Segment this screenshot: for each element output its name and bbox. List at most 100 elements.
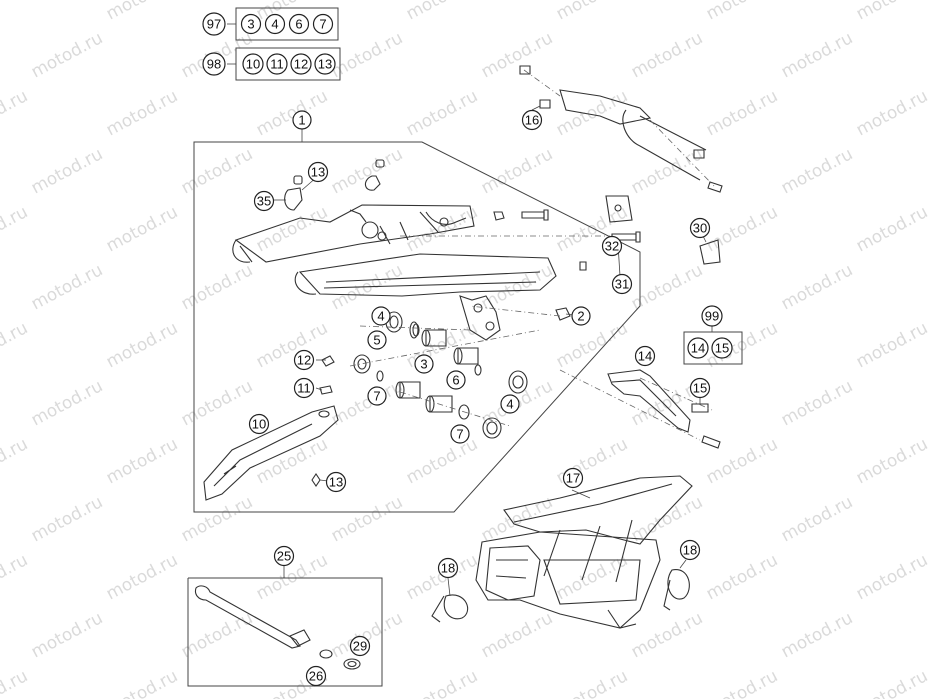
callout-part-32[interactable]: 32 xyxy=(601,235,623,257)
clip-part xyxy=(284,159,385,211)
kit-97-number: 97 xyxy=(207,17,221,32)
kit-99-number: 99 xyxy=(705,309,719,324)
watermark-text: motod.ru xyxy=(928,260,932,314)
callout-label: 4 xyxy=(506,397,513,412)
callout-part-7b[interactable]: 7 xyxy=(450,424,470,444)
kit-97-callout[interactable]: 97 xyxy=(202,12,226,36)
callout-part-11[interactable]: 11 xyxy=(293,377,315,399)
callout-part-18-right[interactable]: 18 xyxy=(679,539,701,561)
kit-97-member[interactable]: 3 xyxy=(240,13,262,35)
kit-97-member[interactable]: 7 xyxy=(312,13,334,35)
watermark-text: motod.ru xyxy=(28,260,106,314)
watermark-text: motod.ru xyxy=(103,434,181,488)
callout-part-1[interactable]: 1 xyxy=(292,110,312,130)
watermark-text: motod.ru xyxy=(553,318,631,372)
watermark-text: motod.ru xyxy=(403,86,481,140)
watermark-text: motod.ru xyxy=(853,550,931,604)
callout-label: 16 xyxy=(525,113,539,128)
watermark-text: motod.ru xyxy=(628,492,706,546)
callout-part-14[interactable]: 14 xyxy=(634,345,656,367)
callout-part-16[interactable]: 16 xyxy=(521,109,543,131)
kit-98-member[interactable]: 12 xyxy=(290,53,312,75)
callout-label: 1 xyxy=(298,113,305,128)
watermark-text: motod.ru xyxy=(778,144,856,198)
watermark-text: motod.ru xyxy=(553,666,631,699)
watermark-text: motod.ru xyxy=(478,28,556,82)
kit-98-member[interactable]: 13 xyxy=(314,53,336,75)
kit-97-member-label: 3 xyxy=(247,17,254,32)
watermark-text: motod.ru xyxy=(178,492,256,546)
callout-part-7[interactable]: 7 xyxy=(367,386,387,406)
callout-part-25[interactable]: 25 xyxy=(273,545,295,567)
callout-label: 17 xyxy=(566,471,580,486)
watermark-text: motod.ru xyxy=(928,28,932,82)
watermark-text: motod.ru xyxy=(253,318,331,372)
swingarm-assembly-frame xyxy=(193,141,641,513)
kit-98-member-label: 13 xyxy=(318,57,332,72)
callout-label: 7 xyxy=(373,389,380,404)
watermark-text: motod.ru xyxy=(928,608,932,662)
watermark-text: motod.ru xyxy=(178,376,256,430)
callout-part-30[interactable]: 30 xyxy=(689,217,711,239)
watermark-text: motod.ru xyxy=(778,608,856,662)
watermark-text: motod.ru xyxy=(703,550,781,604)
axle-kit-frame xyxy=(187,577,383,687)
kit-98-member[interactable]: 10 xyxy=(242,53,264,75)
watermark-text: motod.ru xyxy=(853,86,931,140)
watermark-text: motod.ru xyxy=(28,28,106,82)
kit-98-member[interactable]: 11 xyxy=(266,53,288,75)
callout-label: 15 xyxy=(693,381,707,396)
callout-label: 7 xyxy=(456,427,463,442)
callout-label: 13 xyxy=(311,165,325,180)
callout-label: 3 xyxy=(420,357,427,372)
callout-part-2[interactable]: 2 xyxy=(571,306,591,326)
watermark-text: motod.ru xyxy=(853,202,931,256)
callout-part-5[interactable]: 5 xyxy=(367,330,387,350)
watermark-text: motod.ru xyxy=(103,550,181,604)
kit-97-member[interactable]: 4 xyxy=(264,13,286,35)
kit-97-member[interactable]: 6 xyxy=(288,13,310,35)
watermark-text: motod.ru xyxy=(103,666,181,699)
part-callouts: 1 13 35 16 30 32 31 2 4 5 12 3 6 11 7 4 … xyxy=(248,109,711,687)
callout-part-29[interactable]: 29 xyxy=(349,635,371,657)
watermark-text: motod.ru xyxy=(403,434,481,488)
watermark-text: motod.ru xyxy=(328,144,406,198)
callout-part-18-left[interactable]: 18 xyxy=(437,557,459,579)
watermark-text: motod.ru xyxy=(103,202,181,256)
callout-label: 29 xyxy=(353,639,367,654)
callout-part-17[interactable]: 17 xyxy=(562,467,584,489)
kit-99-member-label: 15 xyxy=(715,341,729,356)
callout-part-6[interactable]: 6 xyxy=(446,370,466,390)
callout-part-4[interactable]: 4 xyxy=(371,306,391,326)
kit-98-callout[interactable]: 98 xyxy=(202,52,226,76)
kit-99-member[interactable]: 15 xyxy=(711,337,733,359)
watermark-text: motod.ru xyxy=(0,0,31,24)
callout-part-12[interactable]: 12 xyxy=(293,349,315,371)
callout-label: 26 xyxy=(309,669,323,684)
callout-part-26[interactable]: 26 xyxy=(305,665,327,687)
callout-part-13[interactable]: 13 xyxy=(307,161,329,183)
callout-part-3[interactable]: 3 xyxy=(414,354,434,374)
callout-part-31[interactable]: 31 xyxy=(611,273,633,295)
callout-label: 32 xyxy=(605,239,619,254)
kit-99-member-label: 14 xyxy=(691,341,705,356)
callout-part-15[interactable]: 15 xyxy=(689,377,711,399)
kit-99-member[interactable]: 14 xyxy=(687,337,709,359)
callout-label: 14 xyxy=(638,349,652,364)
callout-label: 10 xyxy=(252,417,266,432)
rubber-pad xyxy=(605,195,721,265)
watermark-text: motod.ru xyxy=(853,434,931,488)
watermark-text: motod.ru xyxy=(403,202,481,256)
kit-99-callout[interactable]: 99 xyxy=(701,305,723,327)
watermark-text: motod.ru xyxy=(0,666,31,699)
callout-part-10[interactable]: 10 xyxy=(248,413,270,435)
kit-97-member-label: 4 xyxy=(271,17,278,32)
kit-98: 98 10 11 12 13 xyxy=(202,47,341,81)
watermark-text: motod.ru xyxy=(0,318,31,372)
callout-part-13b[interactable]: 13 xyxy=(325,471,347,493)
callout-part-35[interactable]: 35 xyxy=(253,190,275,212)
watermark-text: motod.ru xyxy=(478,260,556,314)
callout-part-4b[interactable]: 4 xyxy=(500,394,520,414)
callout-label: 18 xyxy=(683,543,697,558)
watermark-text: motod.ru xyxy=(778,260,856,314)
